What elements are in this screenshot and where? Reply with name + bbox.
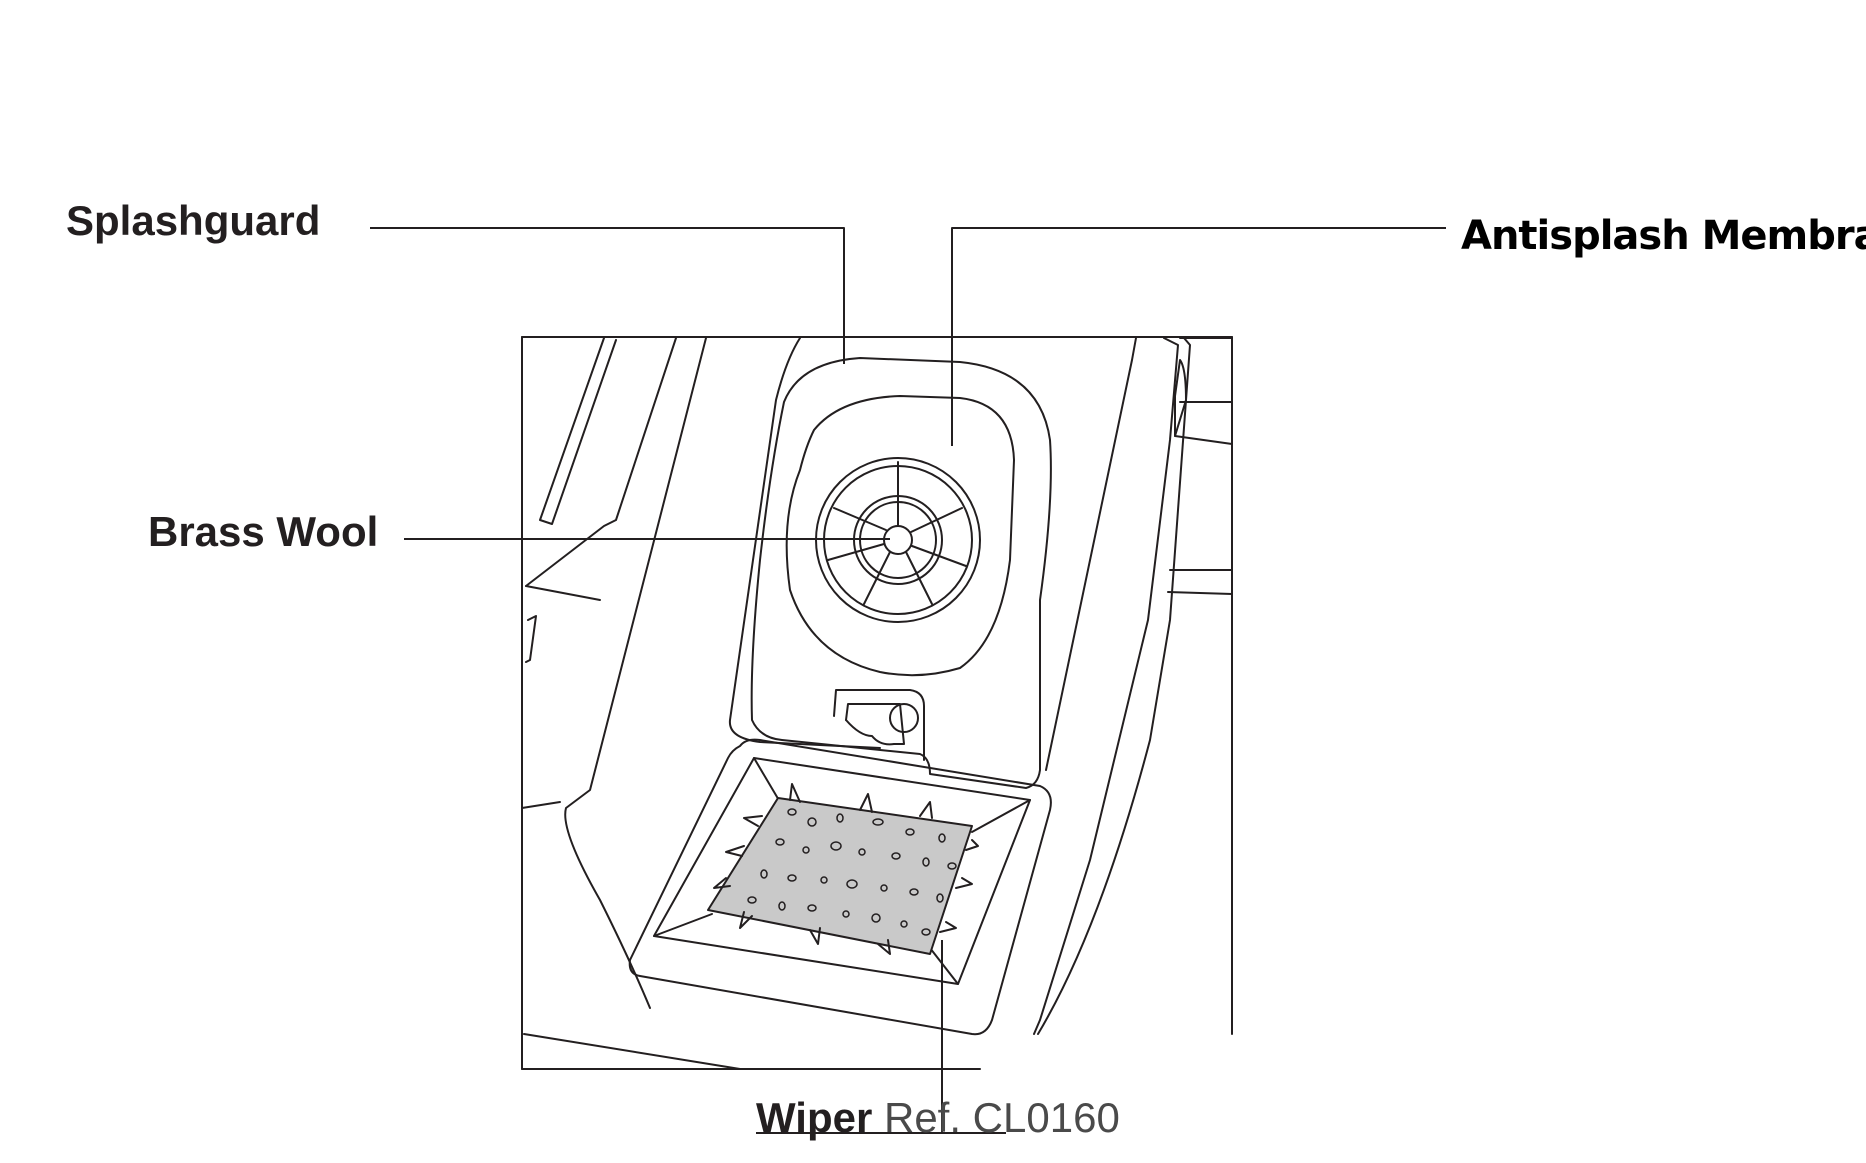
wiper-ref: Ref. CL0160 (883, 1094, 1120, 1141)
wiper-label: Wiper Ref. CL0160 (756, 1094, 1120, 1142)
splashguard-label: Splashguard (66, 197, 321, 244)
station-body (521, 337, 1233, 1070)
antisplash-membrane (785, 395, 1015, 677)
antisplash-membrane-leader (951, 227, 1446, 446)
detail-frame (521, 336, 1233, 1070)
antisplash-membrane-label: Antisplash Membrane (1461, 213, 1866, 259)
wiper-name: Wiper (756, 1094, 873, 1141)
sponge-texture (747, 808, 957, 936)
sponge-tray (628, 738, 1052, 1036)
sponge-spikes (713, 783, 979, 955)
leader-lines (370, 227, 1446, 1134)
brass-wool-label: Brass Wool (148, 508, 379, 555)
splashguard (750, 357, 1052, 789)
tip-clip (833, 689, 925, 761)
splashguard-leader (370, 227, 845, 364)
wiper-sponge (707, 783, 979, 955)
